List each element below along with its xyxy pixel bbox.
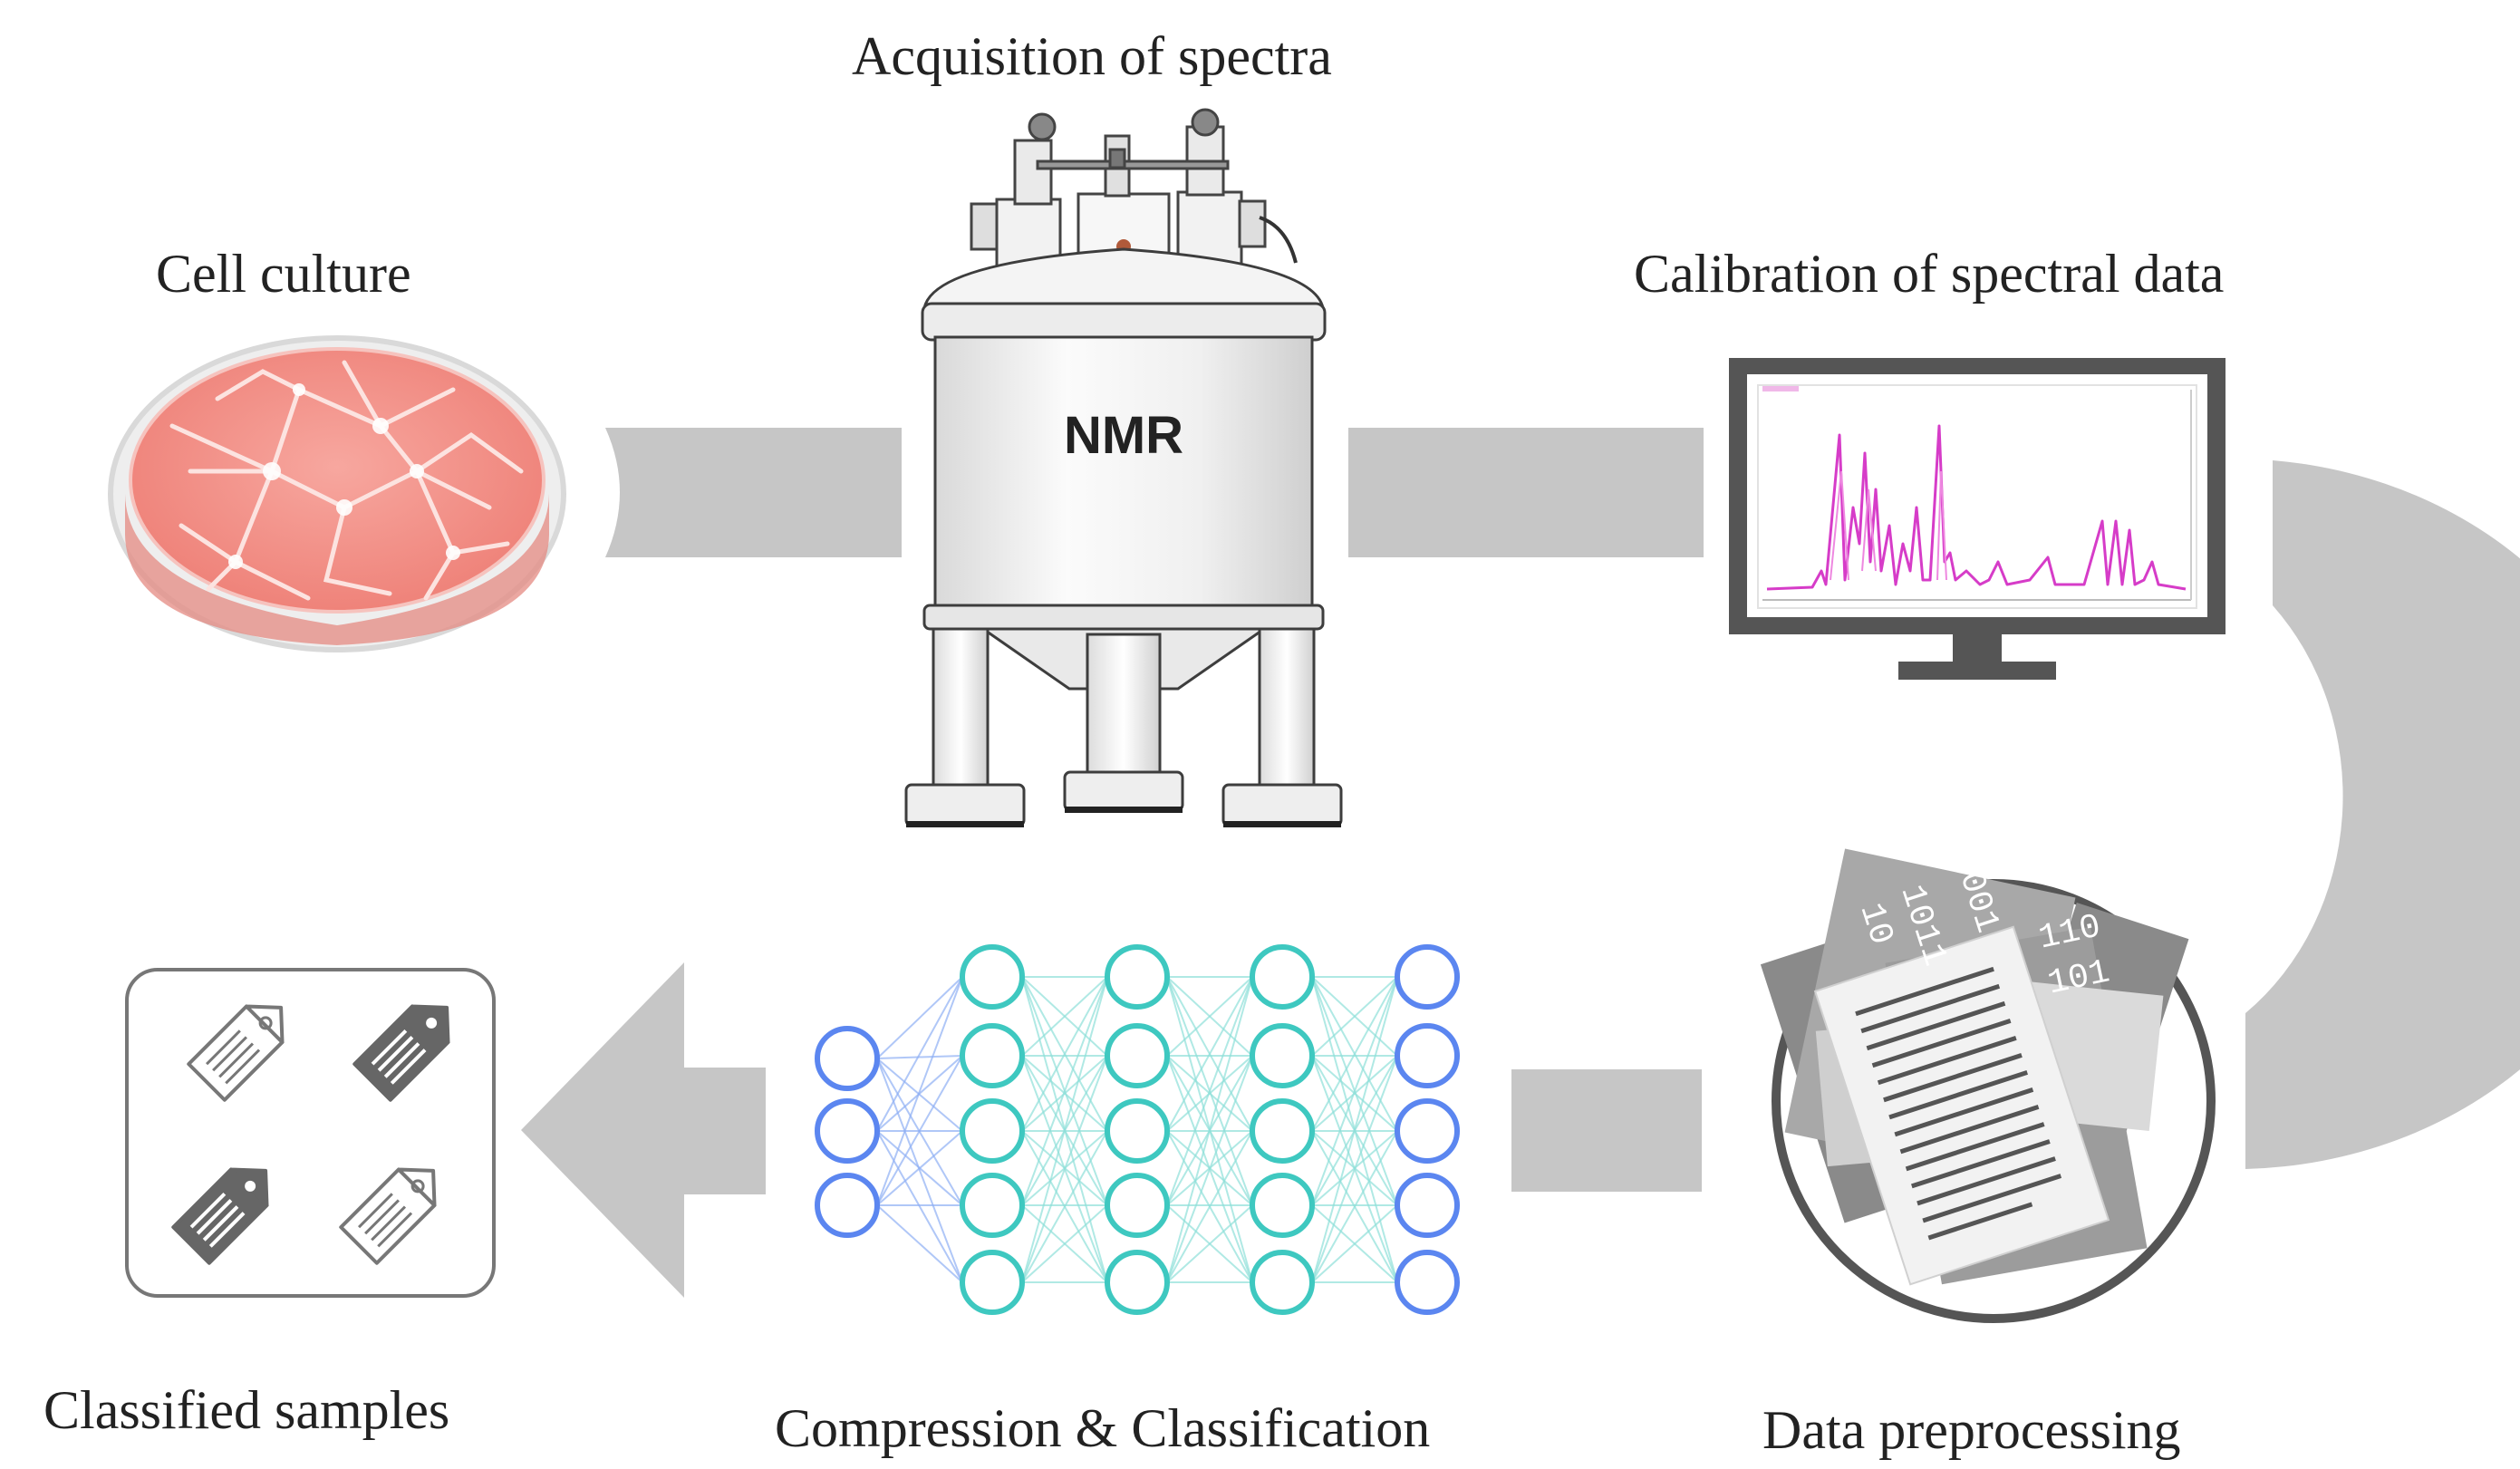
label-calibration: Calibration of spectral data [1634, 244, 2225, 304]
network-node-layer-3 [1105, 1098, 1170, 1164]
network-node-layer-5 [1395, 1173, 1460, 1238]
network-node-layer-4 [1250, 944, 1315, 1010]
network-node-layer-4 [1250, 1250, 1315, 1315]
network-edge [1166, 1055, 1253, 1283]
network-edge [876, 1055, 963, 1206]
tag-icon [339, 1167, 437, 1265]
arrow-network-to-classified [521, 962, 766, 1298]
network-edge [1021, 976, 1108, 1057]
network-node-layer-2 [960, 1098, 1025, 1164]
network-edge [1166, 976, 1253, 1206]
network-edge [876, 1055, 963, 1059]
network-edge [1166, 976, 1253, 1132]
network-edge [1311, 1130, 1398, 1283]
connector-dish-to-nmr [605, 428, 902, 557]
network-edge [876, 1130, 963, 1206]
label-classified: Classified samples [43, 1380, 450, 1440]
network-node-layer-3 [1105, 1023, 1170, 1088]
network-node-layer-2 [960, 1023, 1025, 1088]
nmr-spectrometer-icon: NMR [904, 108, 1343, 827]
network-node-layer-2 [960, 944, 1025, 1010]
network-edge [876, 1130, 963, 1283]
network-edge [1021, 1055, 1108, 1283]
network-edge [1311, 976, 1398, 1206]
label-acquisition: Acquisition of spectra [852, 26, 1332, 86]
network-node-layer-4 [1250, 1098, 1315, 1164]
network-node-layer-1 [815, 1173, 880, 1238]
network-edge [1166, 976, 1253, 1057]
network-node-layer-4 [1250, 1023, 1315, 1088]
network-edge [1311, 976, 1398, 1283]
network-node-layer-5 [1395, 1250, 1460, 1315]
network-edge [1311, 976, 1398, 1057]
network-edge [1021, 976, 1108, 1283]
network-edge [1311, 976, 1398, 1132]
spectrum-trace [1766, 424, 2187, 591]
network-edge [1021, 976, 1108, 1132]
connector-curved-monitor-to-data [2245, 460, 2520, 1169]
network-edge [1021, 976, 1108, 1206]
data-sheets-icon: 001 1011 10 110 101 [1760, 848, 2216, 1323]
petri-dish-icon [108, 335, 566, 652]
network-edge [1021, 1130, 1108, 1283]
network-edge [1166, 1130, 1253, 1283]
network-edge [876, 976, 963, 1132]
network-node-layer-1 [815, 1098, 880, 1164]
network-edge [876, 976, 963, 1206]
label-preprocessing: Data preprocessing [1762, 1400, 2181, 1460]
neural-network-icon [815, 944, 1460, 1315]
network-edge [876, 1058, 963, 1283]
monitor-icon [1729, 358, 2226, 680]
network-edge [1166, 976, 1253, 1283]
network-edge [876, 976, 963, 1059]
network-node-layer-5 [1395, 1098, 1460, 1164]
network-node-layer-5 [1395, 944, 1460, 1010]
network-edge [1166, 1204, 1253, 1283]
nmr-label: NMR [1064, 406, 1183, 465]
tag-icon [187, 1004, 285, 1102]
network-edge [1311, 1055, 1398, 1283]
connector-data-to-network [1511, 1069, 1702, 1192]
connector-nmr-to-monitor [1348, 428, 1704, 557]
classified-samples-box [125, 968, 496, 1298]
tag-icon [171, 1167, 269, 1265]
network-node-layer-4 [1250, 1173, 1315, 1238]
network-node-layer-3 [1105, 944, 1170, 1010]
tag-icon [352, 1004, 450, 1102]
network-edge [876, 1058, 963, 1132]
network-edge [876, 1204, 963, 1283]
network-node-layer-3 [1105, 1250, 1170, 1315]
network-node-layer-1 [815, 1026, 880, 1091]
network-node-layer-3 [1105, 1173, 1170, 1238]
network-edge [1311, 1204, 1398, 1283]
network-node-layer-2 [960, 1250, 1025, 1315]
label-cell-culture: Cell culture [156, 244, 411, 304]
network-node-layer-2 [960, 1173, 1025, 1238]
label-compression: Compression & Classification [775, 1398, 1431, 1458]
network-node-layer-5 [1395, 1023, 1460, 1088]
network-edge [1021, 1204, 1108, 1283]
